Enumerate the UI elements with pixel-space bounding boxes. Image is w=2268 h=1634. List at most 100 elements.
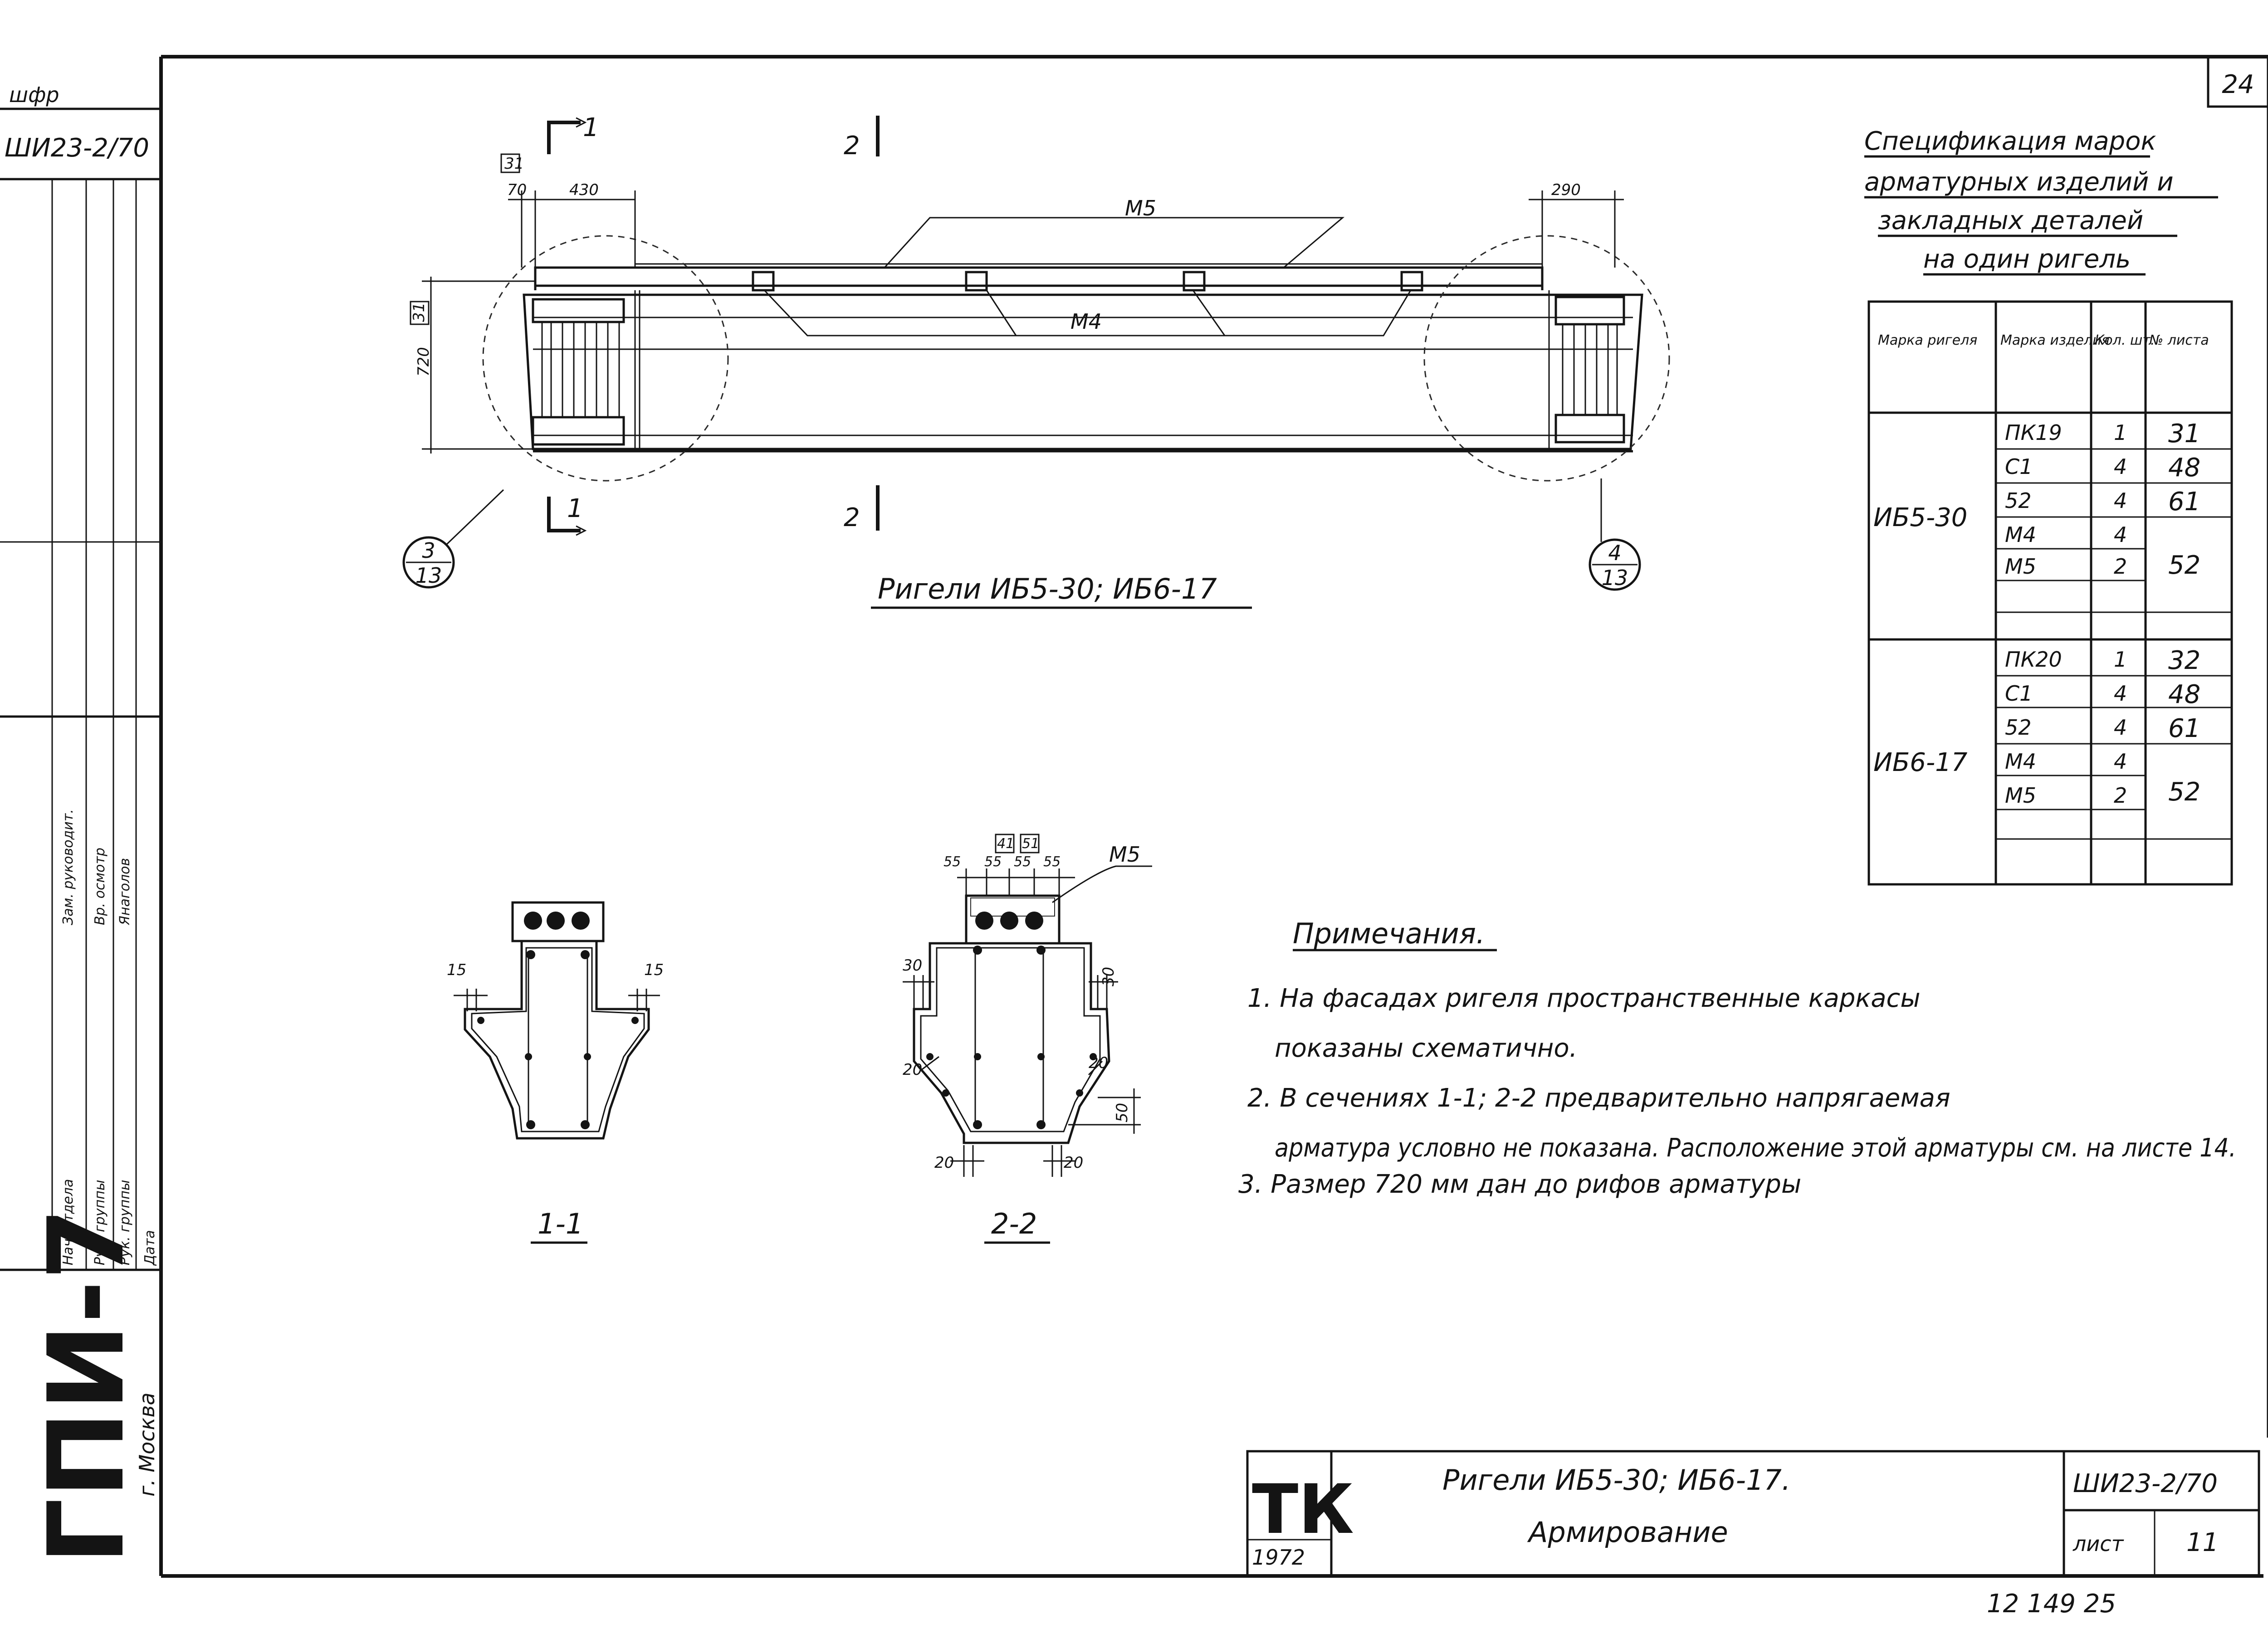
spec-sheet: 48: [2168, 680, 2200, 709]
callout-right-bottom: 13: [1602, 566, 1628, 590]
spec-item: 52: [2005, 488, 2032, 513]
tag-51: 51: [1022, 836, 1039, 852]
spec-sheet: 48: [2168, 453, 2200, 483]
dim-15-right: 15: [644, 961, 664, 979]
dim-55: 55: [1014, 854, 1031, 870]
spec-qty: 4: [2114, 681, 2127, 706]
section-2-top: 2: [844, 131, 860, 161]
detail-circle-right: [1423, 235, 1670, 482]
bottom-number: 12 149 25: [1987, 1589, 2116, 1619]
dim-tag-value: 31: [410, 302, 428, 322]
dim-720: 720: [415, 347, 433, 376]
dim-tag: [500, 153, 520, 173]
stamp-label: Нач. отдела: [60, 1179, 76, 1265]
dim-430: 430: [569, 181, 599, 199]
spec-sheet: 52: [2168, 551, 2200, 580]
spec-sheet: 52: [2168, 777, 2200, 807]
spec-title-4: на один ригель: [1923, 244, 2131, 274]
spec-group-mark: ИБ5-30: [1873, 503, 1967, 532]
spec-header-mark: Марка ригеля: [1878, 332, 1977, 348]
spec-table: Спецификация марок арматурных изделий и …: [1864, 127, 2233, 886]
section-2-2: 41 51 55 55 55 55 М5 30 30 20 20 50 2: [903, 834, 1152, 1244]
spec-qty: 4: [2114, 715, 2127, 740]
title-sheet-value: 11: [2186, 1528, 2219, 1557]
note-line: 2. В сечениях 1-1; 2-2 предварительно на…: [1247, 1083, 1950, 1113]
dim-15-left: 15: [447, 961, 466, 979]
spec-qty: 2: [2114, 554, 2127, 579]
callout-left-bottom: 13: [415, 563, 442, 588]
spec-item: М5: [2005, 554, 2036, 579]
dim-55: 55: [1043, 854, 1061, 870]
note-line: арматура условно не показана. Расположен…: [1275, 1133, 2236, 1163]
notes: Примечания. 1. На фасадах ригеля простра…: [1238, 917, 2236, 1199]
spec-title-3: закладных деталей: [1878, 206, 2143, 235]
spec-item: ПК20: [2005, 647, 2062, 672]
callout-left: [402, 536, 455, 589]
spec-sheet: 61: [2168, 487, 2200, 517]
spec-header-qty: Кол. шт.: [2095, 332, 2155, 348]
note-line: 3. Размер 720 мм дан до рифов арматуры: [1238, 1170, 1801, 1199]
dim-tag: [410, 301, 430, 325]
spec-item: ПК19: [2005, 420, 2062, 445]
section-1-1: 15 15 1-1: [447, 901, 664, 1244]
title-block: ТК 1972 Ригели ИБ5-30; ИБ6-17. Армирован…: [1246, 1450, 2260, 1619]
label-m5: М5: [1125, 196, 1156, 220]
spec-item: М5: [2005, 783, 2036, 808]
note-line: 1. На фасадах ригеля пространственные ка…: [1247, 984, 1921, 1013]
dim-20-left: 20: [903, 1061, 922, 1079]
spec-sheet: 32: [2168, 646, 2200, 675]
tk-logo: ТК: [1252, 1470, 1354, 1549]
spec-group-mark: ИБ6-17: [1873, 748, 1968, 777]
dim-20-right: 20: [1089, 1054, 1108, 1072]
corner-code: ШИ23-2/70: [5, 133, 149, 163]
section-1-top: 1: [583, 113, 599, 142]
spec-item: М4: [2005, 522, 2036, 547]
dim-55: 55: [984, 854, 1002, 870]
left-stamp: шфр ШИ23-2/70 Нач. отдела Рук. группы Ру…: [0, 83, 161, 1565]
detail-circle-left: [482, 235, 729, 482]
section-2-2-caption: 2-2: [991, 1207, 1037, 1240]
spec-qty: 1: [2114, 420, 2127, 445]
dim-30-left: 30: [903, 956, 922, 975]
callout-left-top: 3: [422, 538, 435, 563]
corner-code-top: шфр: [9, 83, 59, 107]
spec-sheet: 31: [2168, 419, 2200, 449]
spec-qty: 4: [2114, 522, 2127, 547]
spec-item: С1: [2005, 454, 2033, 479]
stamp-label: Дата: [142, 1230, 158, 1266]
dim-20-bottom-left: 20: [934, 1154, 954, 1172]
dim-290: 290: [1551, 181, 1581, 199]
note-line: показаны схематично.: [1275, 1034, 1577, 1063]
spec-item: 52: [2005, 715, 2032, 740]
spec-qty: 4: [2114, 488, 2127, 513]
dim-70: 70: [507, 181, 527, 199]
sheet-number-box: [2207, 55, 2268, 108]
stamp-label: Рук. группы: [117, 1180, 133, 1265]
callout-right-top: 4: [1608, 541, 1621, 565]
section-1-bottom: 1: [567, 494, 583, 523]
org-name: ГПИ-7: [26, 1208, 147, 1565]
callout-right: [1589, 538, 1641, 591]
title-year: 1972: [1252, 1545, 1305, 1570]
dim-55: 55: [943, 854, 961, 870]
stamp-label: Вр. осмотр: [92, 848, 108, 925]
elevation-caption: Ригели ИБ5-30; ИБ6-17: [878, 572, 1217, 605]
sheet-number: 24: [2222, 70, 2254, 99]
section-1-1-caption: 1-1: [538, 1207, 583, 1240]
dim-20-bottom-right: 20: [1064, 1154, 1083, 1172]
spec-header-item: Марка изделия: [2000, 332, 2110, 348]
title-line1: Ригели ИБ5-30; ИБ6-17.: [1442, 1463, 1791, 1497]
label-m4: М4: [1070, 309, 1102, 334]
notes-title: Примечания.: [1293, 917, 1485, 950]
stamp-label: Зам. руководит.: [60, 809, 76, 925]
stamp-label: Рук. группы: [92, 1180, 108, 1265]
stamp-label: Янаголов: [117, 858, 133, 926]
beam-elevation: М5 М4 1 1 2 2 31 70 430 290 720 31: [402, 113, 1670, 609]
title-sheet-label: лист: [2072, 1532, 2124, 1556]
title-line2: Армирование: [1527, 1516, 1728, 1549]
spec-title-2: арматурных изделий и: [1864, 167, 2174, 197]
title-code: ШИ23-2/70: [2073, 1469, 2218, 1498]
spec-sheet: 61: [2168, 714, 2200, 743]
spec-item: С1: [2005, 681, 2033, 706]
spec-qty: 2: [2114, 783, 2127, 808]
